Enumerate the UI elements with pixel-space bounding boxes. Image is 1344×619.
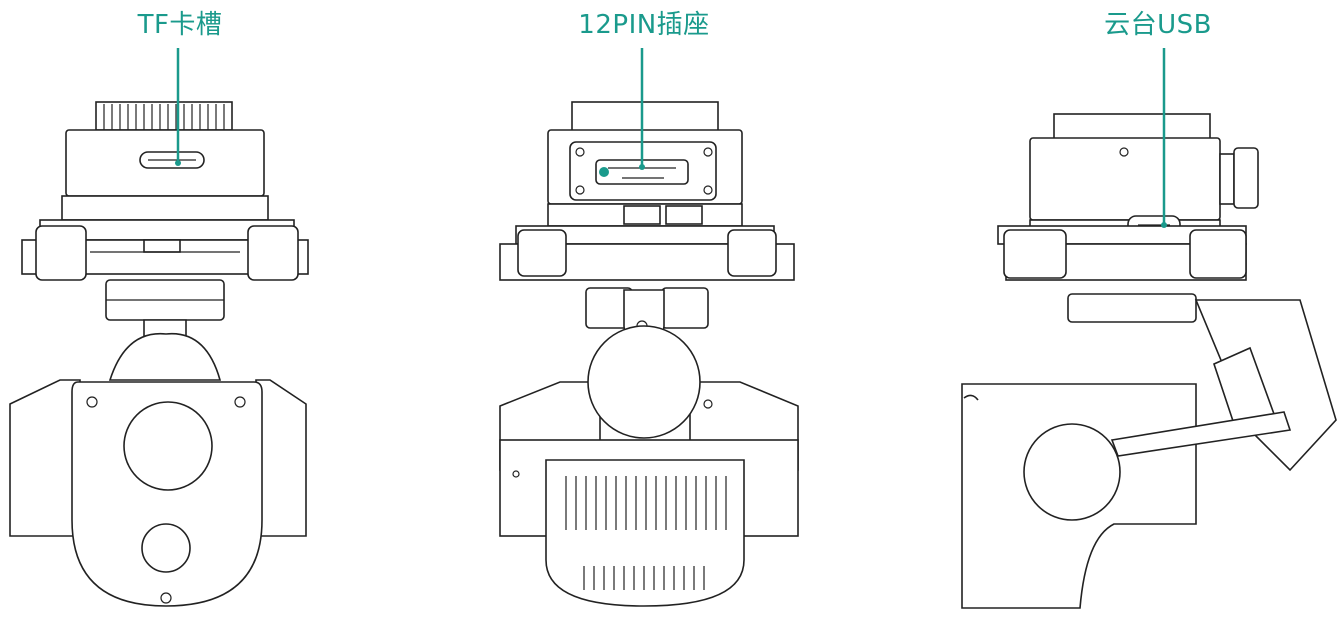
callout-tf-slot: TF卡槽 [137,10,223,40]
gimbal-front-view [9,101,309,607]
heatsink [95,101,233,131]
pin1-dot [599,167,609,177]
callout-12pin-socket: 12PIN插座 [578,10,710,40]
gimbal-rear-view [499,101,799,607]
secondary-lens [141,523,191,573]
gimbal-side-view [961,113,1337,609]
camera-face [71,381,263,607]
rear-motor-cap [587,325,701,439]
callout-gimbal-usb: 云台USB [1104,10,1212,40]
main-lens [123,401,213,491]
